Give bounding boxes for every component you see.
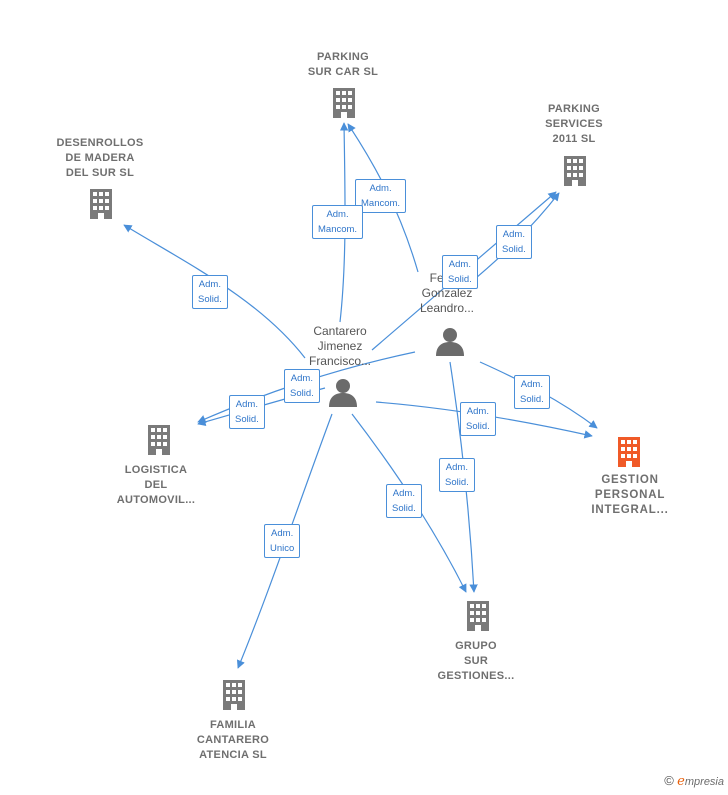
edge-label-adm-solid-7: Adm. Solid. — [460, 402, 496, 436]
brand-initial: e — [677, 774, 685, 789]
gestion-building-icon — [618, 437, 640, 467]
logistica-building-icon — [148, 425, 170, 455]
node-label-familia[interactable]: FAMILIA CANTARERO ATENCIA SL — [196, 719, 270, 761]
edge-label-adm-mancom-1: Adm. Mancom. — [355, 179, 407, 213]
brand-name: mpresia — [684, 776, 724, 788]
edge-label-adm-solid-4: Adm. Solid. — [284, 369, 320, 403]
edge-label-adm-solid-8: Adm. Solid. — [439, 458, 475, 492]
parking-services-building-icon — [564, 156, 586, 186]
brand-footer: © empresia — [664, 773, 724, 789]
edge-label-adm-unico: Adm. Unico — [264, 524, 301, 558]
edge-label-adm-solid-6: Adm. Solid. — [229, 395, 265, 429]
edge-label-adm-solid-9: Adm. Solid. — [386, 484, 422, 518]
copyright-symbol: © — [664, 773, 674, 788]
person-label-cantarero[interactable]: Cantarero Jimenez Francisco... — [308, 324, 371, 368]
edge-label-adm-solid-2: Adm. Solid. — [442, 255, 478, 289]
node-label-logistica[interactable]: LOGISTICA DEL AUTOMOVIL... — [116, 464, 196, 506]
node-label-desenrollos[interactable]: DESENROLLOS DE MADERA DEL SUR SL — [56, 137, 144, 179]
node-label-parking-services[interactable]: PARKING SERVICES 2011 SL — [545, 103, 603, 145]
parking-sur-car-building-icon — [333, 88, 355, 118]
edge-label-adm-solid-1: Adm. Solid. — [496, 225, 532, 259]
cantarero-person-icon — [329, 379, 357, 407]
edge-label-adm-mancom-2: Adm. Mancom. — [312, 205, 364, 239]
familia-building-icon — [223, 680, 245, 710]
node-label-grupo-sur[interactable]: GRUPO SUR GESTIONES... — [437, 640, 515, 682]
fernandez-person-icon — [436, 328, 464, 356]
node-label-parking-sur-car[interactable]: PARKING SUR CAR SL — [307, 51, 379, 78]
grupo-sur-building-icon — [467, 601, 489, 631]
desenrollos-building-icon — [90, 189, 112, 219]
edge-label-adm-solid-5: Adm. Solid. — [514, 375, 550, 409]
edge-label-adm-solid-3: Adm. Solid. — [192, 275, 228, 309]
node-label-gestion[interactable]: GESTION PERSONAL INTEGRAL... — [591, 474, 669, 516]
